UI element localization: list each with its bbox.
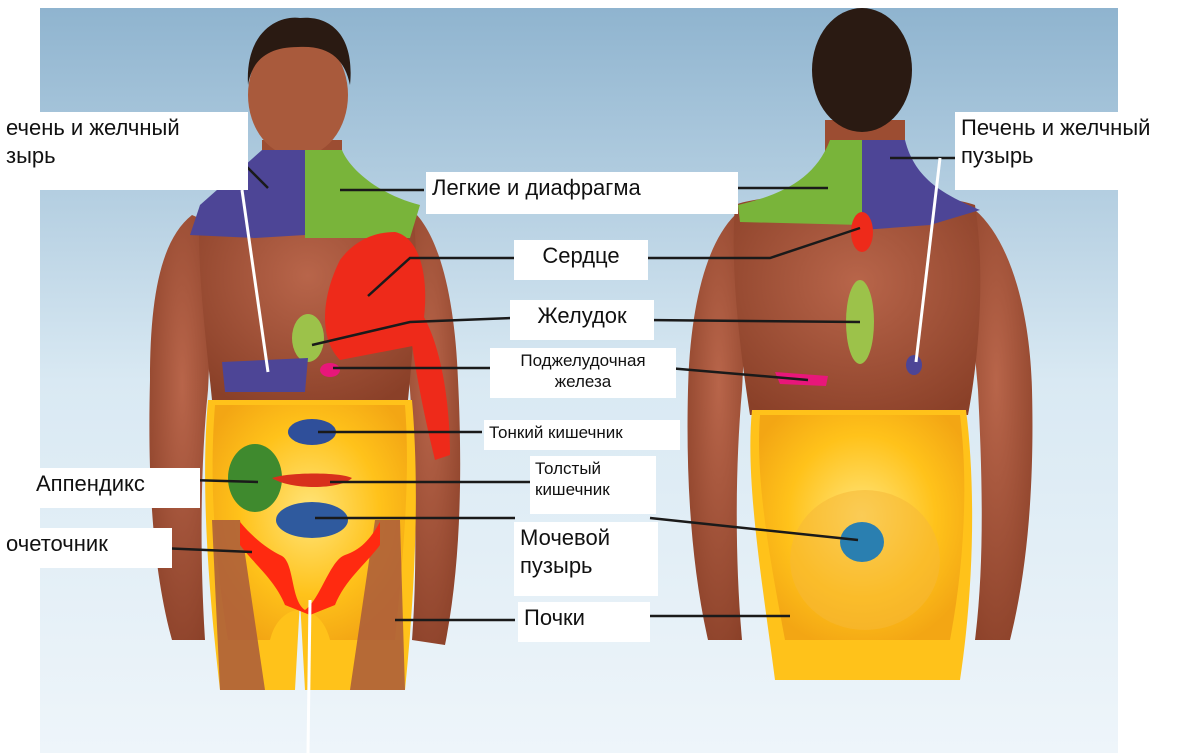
leader-ureter-2 <box>308 600 310 753</box>
label-liver-left: ечень и желчный зырь <box>0 112 248 190</box>
back-liver-spot <box>906 355 922 375</box>
label-small-intestine: Тонкий кишечник <box>484 420 680 450</box>
label-large-intestine: Толстый кишечник <box>530 456 656 514</box>
label-heart: Сердце <box>514 240 648 280</box>
label-kidneys: Почки <box>518 602 650 642</box>
back-head <box>812 8 912 132</box>
label-pancreas: Поджелудочная железа <box>490 348 676 398</box>
label-lungs: Легкие и диафрагма <box>426 172 738 214</box>
back-heart-zone <box>851 212 873 252</box>
label-bladder: Мочевой пузырь <box>514 522 658 596</box>
front-bladder-zone <box>276 502 348 538</box>
label-ureter: очеточник <box>0 528 172 568</box>
label-liver-right: Печень и желчный пузырь <box>955 112 1203 190</box>
label-appendix: Аппендикс <box>30 468 200 508</box>
back-bladder-zone <box>840 522 884 562</box>
front-stomach-zone <box>292 314 324 362</box>
front-liver-zone-abdomen <box>222 358 308 392</box>
front-pancreas-zone <box>320 363 340 377</box>
label-stomach: Желудок <box>510 300 654 340</box>
